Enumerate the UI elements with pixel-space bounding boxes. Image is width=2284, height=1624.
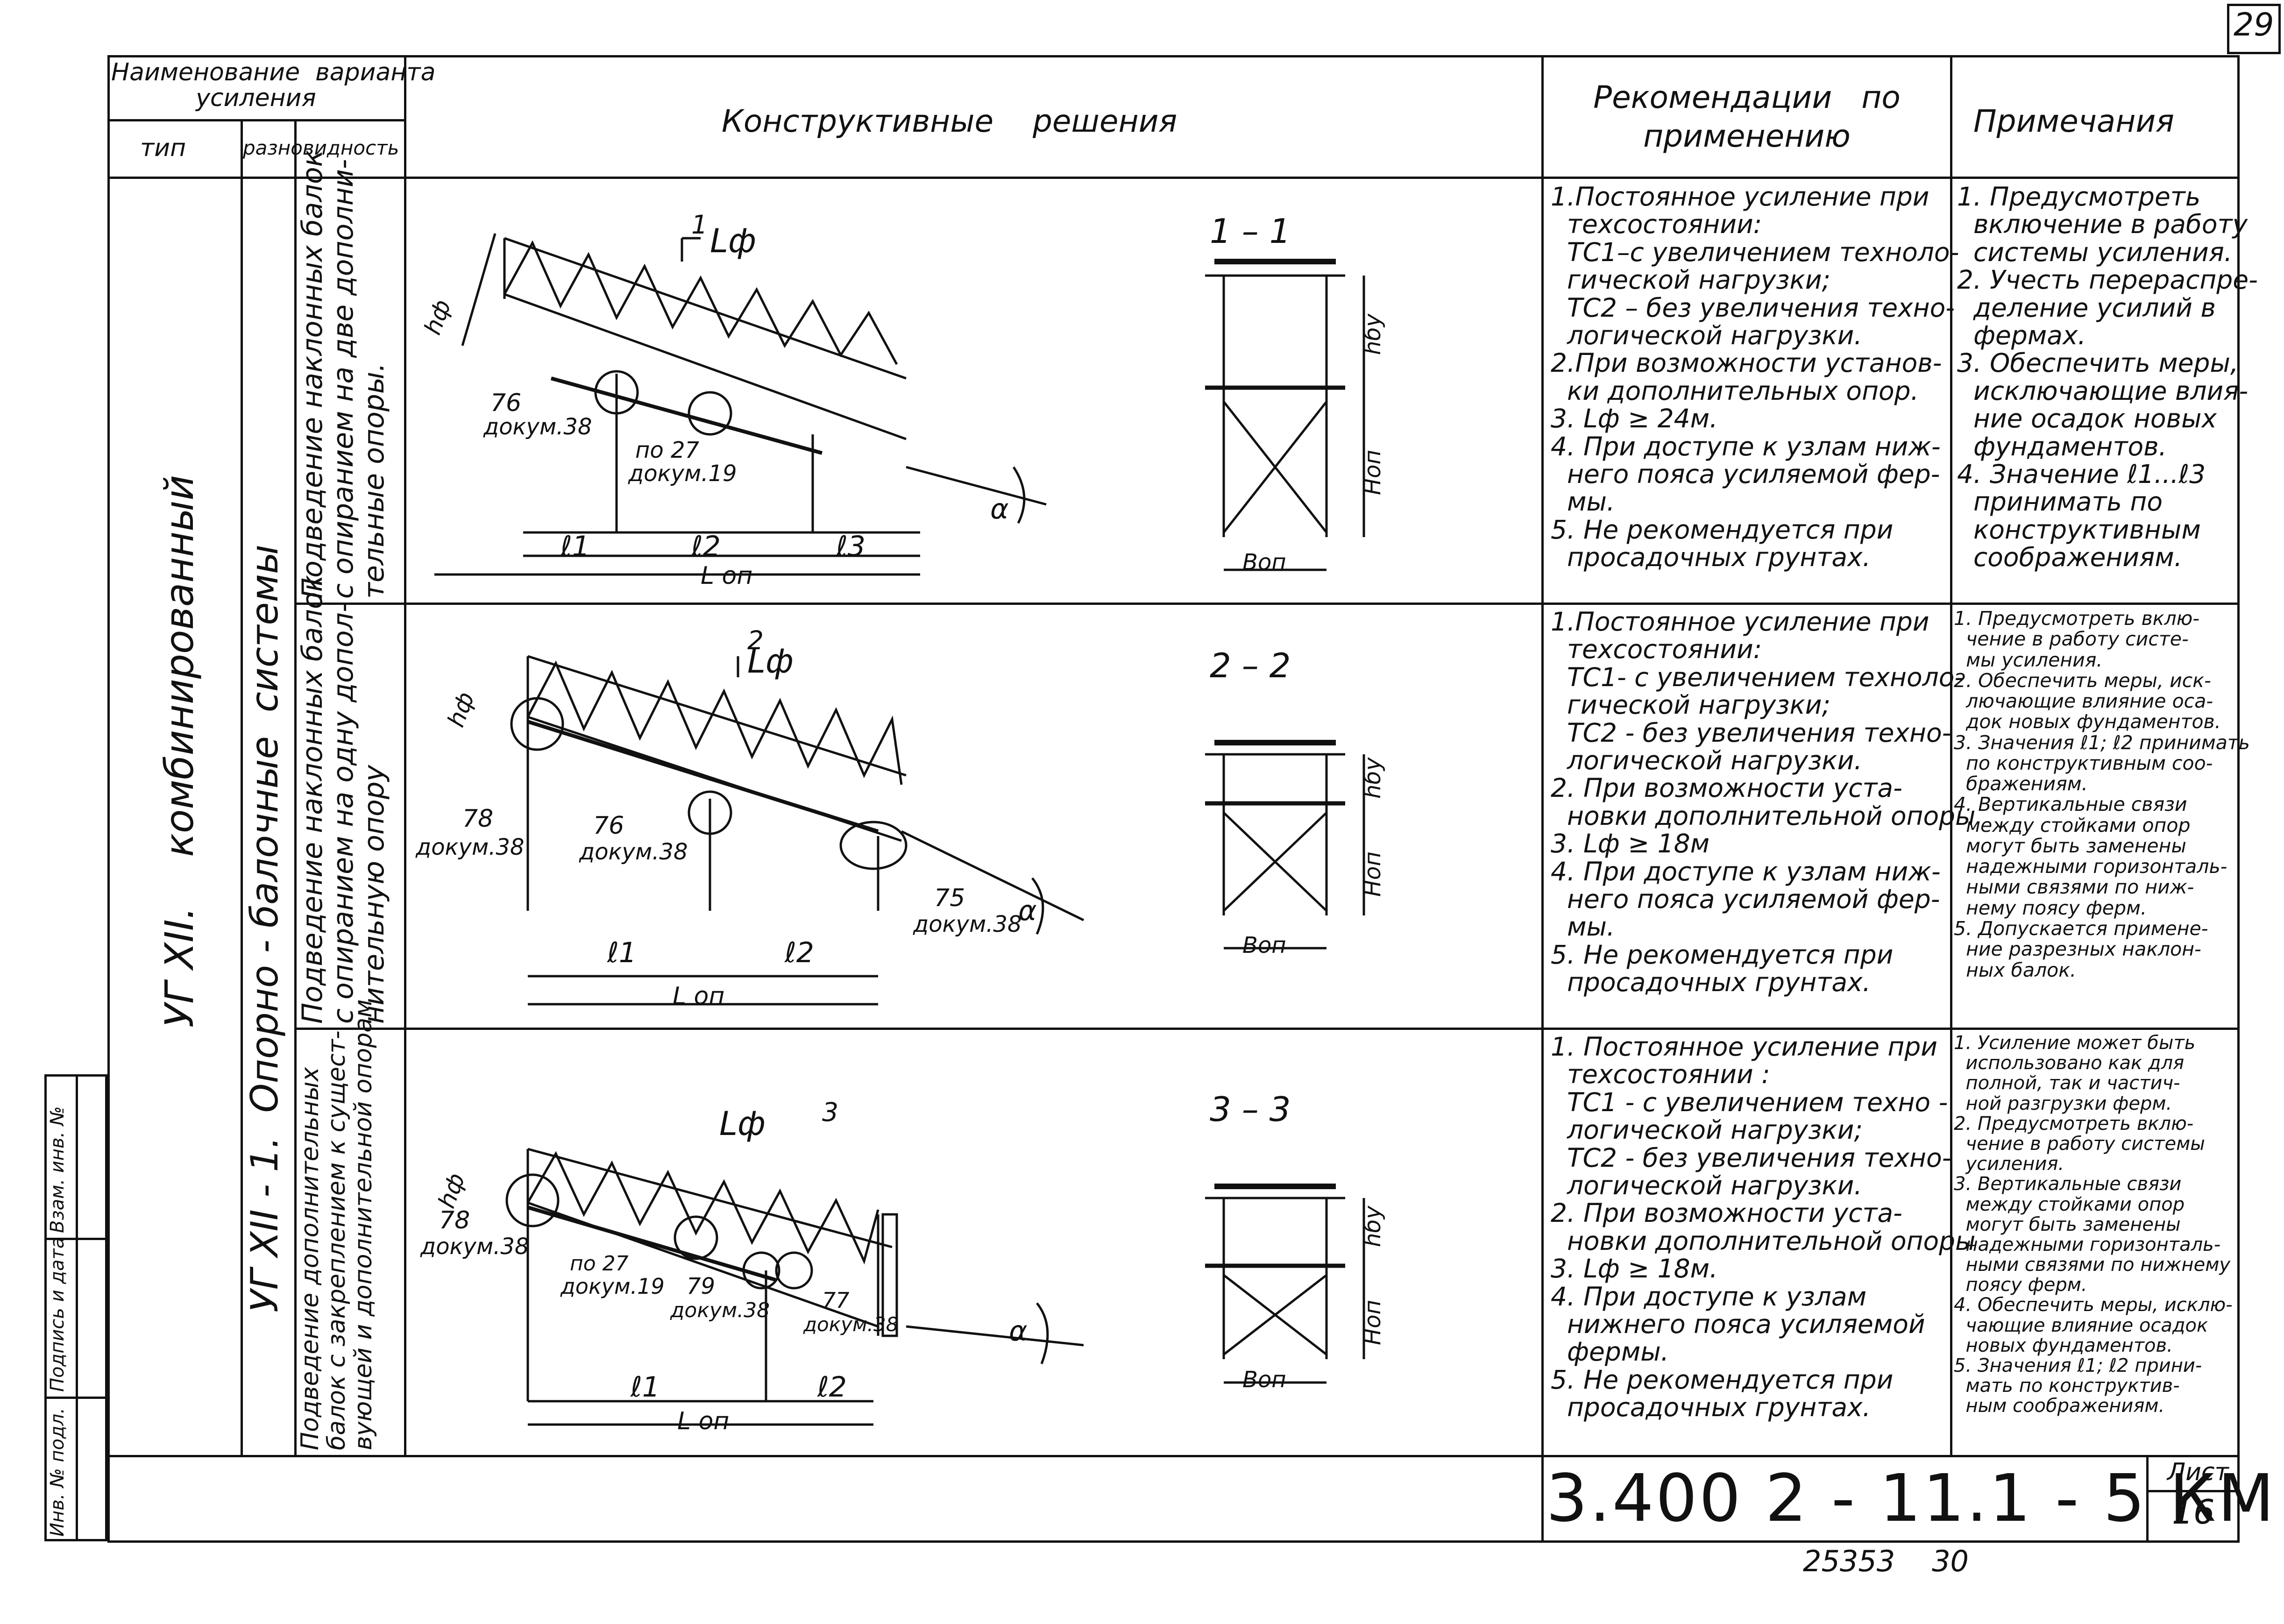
notes-3: 1. Усиление может быть использовано как … (1954, 1032, 2233, 1417)
ref-b-num-1: по 27 (635, 437, 700, 463)
label-lf-1: Lф (710, 222, 756, 260)
ref-b-doc-1: докум.19 (628, 461, 737, 487)
ref-a-doc-2: докум.38 (415, 834, 525, 860)
notes-1: 1. Предусмотреть включение в работу сист… (1957, 182, 2258, 573)
ref-b-doc-3: докум.19 (560, 1274, 665, 1299)
side-stamp-replace: Взам. инв. № (47, 1106, 68, 1233)
ref-a-num-1: 76 (490, 389, 521, 417)
ref-d-num-3: 77 (822, 1288, 850, 1313)
label-hop-1: Hоп (1360, 450, 1386, 495)
variant-label-3: Подведение дополнительных балок с закреп… (296, 999, 378, 1450)
ref-a-num-2: 78 (462, 805, 493, 833)
ref-a-num-3: 78 (439, 1206, 470, 1234)
label-lop-3: L оп (677, 1407, 729, 1435)
ref-a-doc-1: докум.38 (483, 414, 592, 440)
label-lf-2: Lф (747, 642, 794, 681)
label-hbu-1: hбу (1360, 313, 1386, 355)
side-stamp-inv: Инв. № подл. (47, 1408, 68, 1537)
recommendations-3: 1. Постоянное усиление при техсостоянии … (1551, 1032, 1976, 1423)
label-hf-1: hф (419, 296, 456, 338)
header-subtype: разновидность (243, 136, 399, 159)
label-l3-1: ℓ3 (836, 530, 865, 563)
section-drawing-2: 2 – 2 hбу Hоп Bоп (1205, 646, 1386, 958)
label-bop-2: Bоп (1242, 932, 1286, 958)
recommendations-1: 1.Постоянное усиление при техсостоянии: … (1551, 182, 1959, 573)
label-bop-1: Bоп (1242, 549, 1286, 575)
ref-c-num-3: 79 (687, 1273, 715, 1299)
truss-drawing-3: Lф 3 hф 78 докум.38 по 27 докум.19 79 до… (420, 1097, 1084, 1435)
label-alpha-3: α (1009, 1315, 1028, 1347)
label-alpha-1: α (990, 493, 1009, 525)
label-l2-2: ℓ2 (784, 936, 814, 969)
ref-b-num-2: 76 (593, 812, 624, 840)
page-number: 29 (2234, 7, 2274, 43)
section-title-3: 3 – 3 (1210, 1090, 1291, 1129)
header-recommendations: Рекомендации по применению (1593, 79, 1901, 154)
label-alpha-2: α (1018, 894, 1037, 927)
header-type: тип (140, 134, 186, 162)
label-hbu-2: hбу (1360, 757, 1386, 799)
header-solutions: Конструктивные решения (722, 103, 1177, 139)
label-hf-2: hф (442, 688, 480, 730)
ref-a-doc-3: докум.38 (420, 1234, 529, 1260)
sheet-number: 16 (2172, 1492, 2215, 1532)
label-hop-3: Hоп (1360, 1300, 1386, 1345)
truss-drawing-1: Lф 1 hф 76 докум.38 по 27 докум.19 ℓ1 ℓ2… (419, 210, 1047, 590)
label-l2-1: ℓ2 (691, 530, 721, 563)
section-title-1: 1 – 1 (1210, 212, 1291, 251)
notes-2: 1. Предусмотреть вклю- чение в работу си… (1954, 607, 2250, 981)
label-l1-2: ℓ1 (607, 936, 637, 969)
ref-c-num-2: 75 (934, 884, 965, 912)
ref-b-doc-2: докум.38 (579, 839, 688, 865)
section-mark-1: 1 (691, 210, 708, 240)
type-label: УГ XII. комбинированный (156, 475, 202, 1028)
section-mark-2: 2 (747, 625, 764, 655)
ref-b-num-3: по 27 (570, 1252, 629, 1276)
section-drawing-3: 3 – 3 hбу Hоп Bоп (1205, 1090, 1386, 1393)
drawing-frame (107, 55, 2240, 1543)
label-lop-1: L оп (701, 562, 752, 590)
bottom-numbers: 25353 30 (1803, 1544, 1969, 1578)
label-hop-2: Hоп (1360, 851, 1386, 897)
ref-c-doc-2: докум.38 (913, 911, 1022, 937)
label-l1-1: ℓ1 (560, 530, 590, 563)
ref-d-doc-3: докум.38 (803, 1313, 898, 1336)
label-lop-2: L оп (673, 982, 724, 1010)
subtype-label: УГ XII - 1. Опорно - балочные системы (243, 544, 286, 1312)
section-mark-3: 3 (822, 1097, 838, 1127)
label-bop-3: Bоп (1242, 1367, 1286, 1393)
header-variant-name: Наименование варианта усиления (111, 58, 436, 112)
recommendations-2: 1.Постоянное усиление при техсостоянии: … (1551, 607, 1976, 998)
variant-label-2: Подведение наклонных балок с опиранием н… (296, 575, 390, 1024)
label-hf-3: hф (433, 1170, 470, 1212)
ref-c-doc-3: докум.38 (670, 1298, 770, 1322)
side-stamp-sign: Подпись и дата (47, 1237, 68, 1392)
page-number-box (2227, 4, 2281, 54)
label-hbu-3: hбу (1360, 1206, 1386, 1247)
label-lf-3: Lф (719, 1105, 766, 1143)
section-title-2: 2 – 2 (1210, 646, 1291, 685)
header-notes: Примечания (1973, 103, 2174, 139)
variant-label-1: Подведение наклонных балок с опиранием н… (296, 150, 390, 599)
doc-code: 3.400 2 - 11.1 - 5 КМ (1546, 1461, 2276, 1537)
label-l2-3: ℓ2 (817, 1371, 847, 1404)
sheet-label: Лист (2167, 1458, 2229, 1486)
section-drawing-1: 1 – 1 hбу Hоп Bоп (1205, 212, 1386, 575)
label-l1-3: ℓ1 (630, 1371, 660, 1404)
truss-drawing-2: Lф 2 hф 78 докум.38 76 докум.38 75 докум… (415, 625, 1085, 1010)
